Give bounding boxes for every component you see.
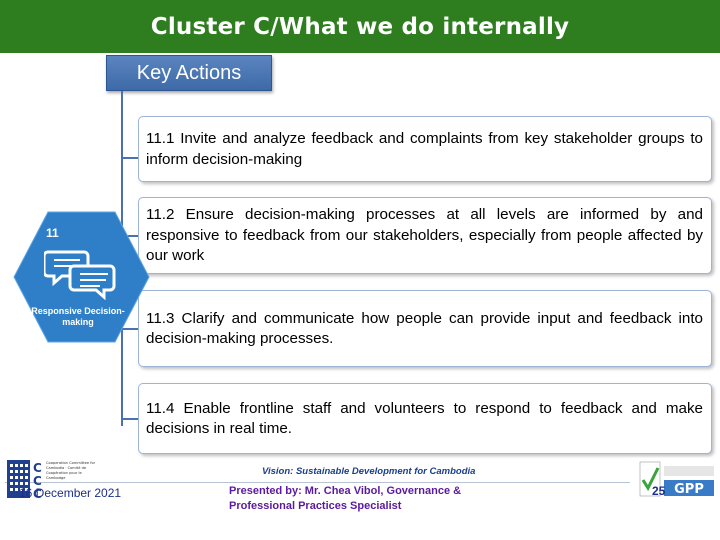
action-item-11-4: 11.4 Enable frontline staff and voluntee… (138, 383, 712, 454)
svg-text:C: C (33, 487, 42, 500)
action-item-11-1: 11.1 Invite and analyze feedback and com… (138, 116, 712, 182)
action-item-text: 11.4 Enable frontline staff and voluntee… (146, 399, 703, 438)
action-item-11-3: 11.3 Clarify and communicate how people … (138, 290, 712, 367)
footer-date: 16 December 2021 (19, 486, 122, 500)
tree-connector-3 (121, 328, 139, 330)
action-item-text: 11.1 Invite and analyze feedback and com… (146, 130, 703, 168)
tree-connector-1 (121, 157, 139, 159)
speech-bubbles-icon (44, 250, 116, 300)
svg-text:C: C (33, 461, 42, 475)
gpp-logo-text: GPP (674, 482, 704, 497)
badge-number: 11 (46, 226, 59, 240)
title-bar: Cluster C/What we do internally (0, 0, 720, 53)
tree-connector-2 (121, 235, 139, 237)
page-number: 25 (652, 484, 666, 498)
ccc-logo-text: Cooperation Committee for Cambodia · Com… (46, 461, 96, 480)
ccc-logo: C C C (7, 460, 42, 500)
key-actions-label: Key Actions (106, 55, 272, 91)
slide-title: Cluster C/What we do internally (150, 13, 570, 40)
badge-label: Responsive Decision-making (31, 306, 125, 327)
action-item-text: 11.2 Ensure decision-making processes at… (146, 206, 703, 265)
action-item-11-2: 11.2 Ensure decision-making processes at… (138, 197, 712, 274)
svg-text:C: C (33, 474, 42, 488)
tree-connector-4 (121, 418, 139, 420)
footer-presenter: Presented by: Mr. Chea Vibol, Governance… (229, 485, 462, 512)
gpp-logo: GPP (630, 458, 716, 502)
footer-divider (5, 482, 715, 483)
vision-statement: Vision: Sustainable Development for Camb… (262, 466, 476, 477)
action-item-text: 11.3 Clarify and communicate how people … (146, 309, 703, 348)
